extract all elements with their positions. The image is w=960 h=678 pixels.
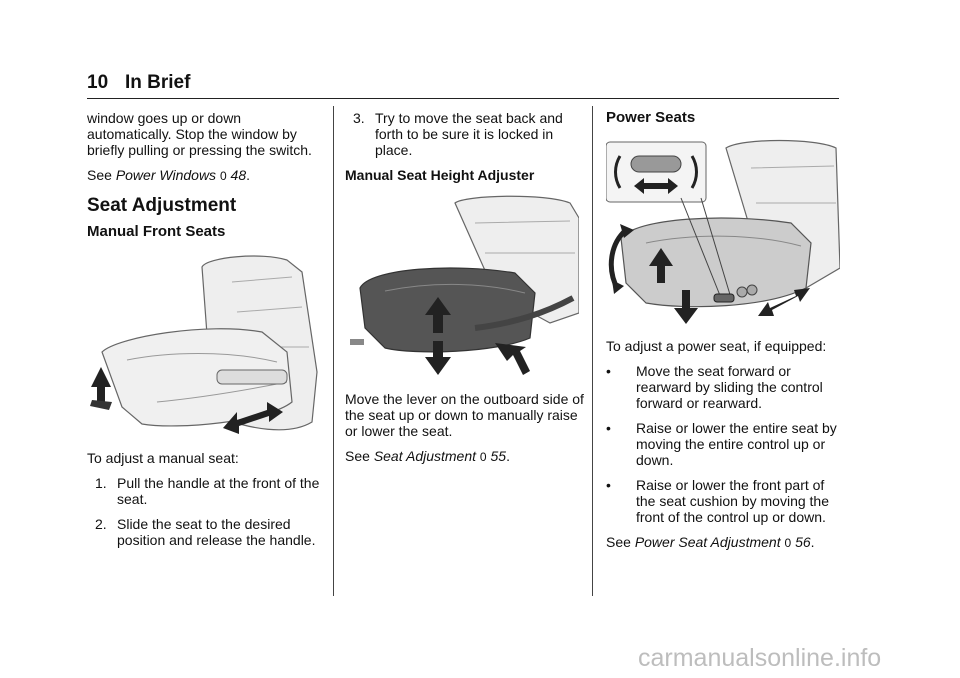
see-page[interactable]: 55 <box>490 448 507 464</box>
see-reference: See Power Windows 0 48. <box>87 167 250 183</box>
step-1: 1. Pull the handle at the front of the s… <box>95 475 320 507</box>
lever-arrow-icon <box>495 343 530 375</box>
see-link-power-seat-adjustment[interactable]: Power Seat Adjustment <box>634 534 781 550</box>
column-3: Power Seats To adjust a power seat, if e… <box>606 110 846 560</box>
see-reference-3: See Power Seat Adjustment 0 56. <box>606 534 815 550</box>
forward-rearward-arrow-icon <box>634 178 678 194</box>
power-seat-illustration <box>606 139 840 324</box>
raise-arrow-icon <box>425 297 451 333</box>
lower-arrow-icon <box>674 290 698 324</box>
manual-seat-illustration <box>90 255 318 434</box>
column-2: 3. Try to move the seat back and forth t… <box>345 110 585 474</box>
step-3: 3. Try to move the seat back and forth t… <box>353 110 563 158</box>
column-1: window goes up or down automatically. St… <box>87 110 327 557</box>
section-title: In Brief <box>125 72 191 93</box>
subsection-heading: Manual Front Seats <box>87 223 226 240</box>
see-page[interactable]: 56 <box>795 534 811 550</box>
manual-seat-lead: To adjust a manual seat: <box>87 450 239 466</box>
page-header: 10 In Brief <box>87 72 190 94</box>
see-link-seat-adjustment[interactable]: Seat Adjustment <box>373 448 477 464</box>
section-heading: Seat Adjustment <box>87 195 237 216</box>
height-adjuster-body: Move the lever on the outboard side of t… <box>345 391 584 439</box>
bullet-3: • Raise or lower the front part of the s… <box>606 477 830 525</box>
intro-text: window goes up or down automatically. St… <box>87 110 312 158</box>
page-number: 10 <box>87 72 109 93</box>
slide-arrow-icon <box>223 402 283 434</box>
height-adjuster-illustration <box>350 195 579 375</box>
bullet-1: • Move the seat forward or rearward by s… <box>606 363 823 411</box>
power-seat-lead: To adjust a power seat, if equipped: <box>606 338 827 354</box>
raise-arrow-icon <box>649 248 673 283</box>
see-page[interactable]: 48 <box>230 167 247 183</box>
watermark: carmanualsonline.info <box>638 644 882 672</box>
slide-arrow-icon <box>758 288 810 316</box>
column-divider-2 <box>592 106 593 596</box>
step-2: 2. Slide the seat to the desired positio… <box>95 516 316 548</box>
up-arrow-icon <box>91 367 111 407</box>
page-ref-symbol: 0 <box>784 536 792 550</box>
page-ref-symbol: 0 <box>219 169 227 183</box>
bullet-2: • Raise or lower the entire seat by movi… <box>606 420 837 468</box>
column-divider-1 <box>333 106 334 596</box>
lower-arrow-icon <box>425 341 451 375</box>
height-adjuster-heading: Manual Seat Height Adjuster <box>345 167 535 183</box>
page-ref-symbol: 0 <box>479 450 487 464</box>
see-prefix: See <box>87 167 112 183</box>
header-rule <box>87 98 839 99</box>
see-reference-2: See Seat Adjustment 0 55. <box>345 448 510 464</box>
power-seats-heading: Power Seats <box>606 109 696 126</box>
see-link-power-windows[interactable]: Power Windows <box>115 167 217 183</box>
